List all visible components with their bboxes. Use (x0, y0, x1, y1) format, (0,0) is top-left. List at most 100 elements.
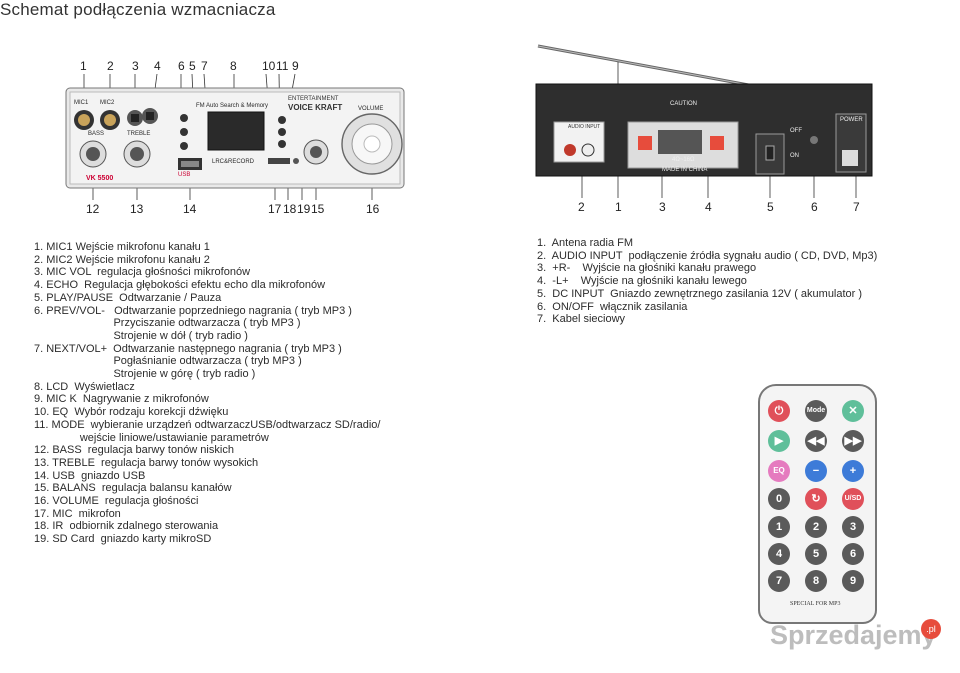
legend-item: 10. EQ Wybór rodzaju korekcji dźwięku (34, 406, 229, 419)
back-label-power: POWER (840, 117, 863, 123)
callout-number: 8 (230, 59, 237, 73)
back-panel-diagram (535, 44, 873, 198)
legend-item: 2. AUDIO INPUT podłączenie źródła sygnał… (537, 249, 878, 262)
prev-button[interactable]: ◀◀ (805, 430, 827, 452)
legend-item: Strojenie w górę ( tryb radio ) (34, 368, 256, 381)
digit-8-button[interactable]: 8 (805, 570, 827, 592)
callout-number: 14 (183, 202, 197, 216)
callout-number: 9 (292, 59, 299, 73)
callout-number: 18 (283, 202, 297, 216)
panel-label-mic2: MIC2 (100, 100, 115, 106)
back-label-audio-input: AUDIO INPUT (568, 124, 601, 130)
panel-label-usb: USB (178, 172, 191, 178)
power-button[interactable]: ⏻ (768, 400, 790, 422)
digit-9-button[interactable]: 9 (842, 570, 864, 592)
front-legend-list: 1. MIC1 Wejście mikrofonu kanału 1 2. MI… (34, 241, 380, 546)
legend-item: 1. MIC1 Wejście mikrofonu kanału 1 (34, 241, 210, 253)
legend-item: 3. +R- Wyjście na głośniki kanału praweg… (537, 262, 757, 275)
legend-item: 18. IR odbiornik zdalnego sterowania (34, 520, 219, 533)
callout-number: 4 (705, 200, 712, 214)
vol-up-button[interactable]: + (842, 460, 864, 482)
legend-item: Strojenie w dół ( tryb radio ) (34, 329, 248, 342)
legend-item: 4. -L+ Wyjście na głośniki kanału lewego (537, 275, 747, 288)
callout-number: 7 (853, 200, 860, 214)
callout-number: 2 (107, 59, 114, 73)
callout-number: 5 (189, 59, 196, 73)
callout-number: 13 (130, 202, 144, 216)
legend-item: 16. VOLUME regulacja głośności (34, 495, 199, 508)
panel-brand-line1: ENTERTAINMENT (288, 96, 339, 102)
callout-number: 6 (178, 59, 185, 73)
panel-label-volume: VOLUME (358, 106, 384, 112)
legend-item: 13. TREBLE regulacja barwy tonów wysokic… (34, 456, 259, 469)
legend-item: 8. LCD Wyświetlacz (34, 380, 135, 393)
callout-number: 16 (366, 202, 380, 216)
panel-lcd-text: LRC&RECORD (212, 159, 255, 165)
legend-item: 11. MODE wybieranie urządzeń odtwarzaczU… (34, 418, 381, 431)
repeat-button[interactable]: ↻ (805, 488, 827, 510)
mute-button[interactable]: ✕ (842, 400, 864, 422)
callout-number: 3 (132, 59, 139, 73)
back-label-caution: CAUTION (670, 101, 697, 107)
eq-button[interactable]: EQ (768, 460, 790, 482)
legend-item: 12. BASS regulacja barwy tonów niskich (34, 444, 234, 457)
callout-number: 1 (80, 59, 87, 73)
callout-number: 12 (86, 202, 100, 216)
digit-3-button[interactable]: 3 (842, 516, 864, 538)
digit-7-button[interactable]: 7 (768, 570, 790, 592)
callout-number: 15 (311, 202, 325, 216)
digit-1-button[interactable]: 1 (768, 516, 790, 538)
legend-item: 17. MIC mikrofon (34, 507, 121, 520)
legend-item: 7. NEXT/VOL+ Odtwarzanie następnego nagr… (34, 342, 342, 355)
legend-item: Przyciszanie odtwarzacza ( tryb MP3 ) (34, 317, 301, 330)
play-pause-button[interactable]: ▶ (768, 430, 790, 452)
callout-number: 19 (297, 202, 311, 216)
panel-label-treble: TREBLE (127, 131, 151, 137)
legend-item: 15. BALANS regulacja balansu kanałów (34, 482, 232, 495)
panel-label-mic1: MIC1 (74, 100, 89, 106)
remote-footer: SPECIAL FOR MP3 (790, 601, 841, 607)
page-title: Schemat podłączenia wzmacniacza (0, 0, 276, 19)
back-label-impedance: 4Ω~16Ω (672, 157, 695, 163)
usd-button[interactable]: U/SD (842, 488, 864, 510)
legend-item: 9. MIC K Nagrywanie z mikrofonów (34, 393, 209, 406)
watermark-text: Sprzedajemy (770, 620, 937, 650)
watermark-badge: .pl (921, 619, 941, 639)
next-button[interactable]: ▶▶ (842, 430, 864, 452)
callout-number: 11 (276, 59, 289, 73)
legend-item: 1. Antena radia FM (537, 237, 633, 249)
legend-item: wejście liniowe/ustawianie parametrów (34, 431, 269, 444)
front-panel-diagram (65, 73, 405, 200)
callout-number: 5 (767, 200, 774, 214)
legend-item: 3. MIC VOL regulacja głośności mikrofonó… (34, 266, 251, 279)
back-label-made-in-china: MADE IN CHINA (662, 167, 708, 173)
callout-number: 4 (154, 59, 161, 73)
panel-label-bass: BASS (88, 131, 105, 137)
legend-item: 6. ON/OFF włącznik zasilania (537, 300, 688, 313)
legend-item: Pogłaśnianie odtwarzacza ( tryb MP3 ) (34, 355, 302, 368)
panel-brand-line2: VOICE KRAFT (288, 103, 343, 112)
vol-down-button[interactable]: − (805, 460, 827, 482)
digit-0-button[interactable]: 0 (768, 488, 790, 510)
remote-control: ⏻ Mode ✕ ▶ ◀◀ ▶▶ EQ − + 0 ↻ U/SD 1 2 3 4… (758, 384, 877, 624)
legend-item: 5. PLAY/PAUSE Odtwarzanie / Pauza (34, 291, 222, 304)
digit-5-button[interactable]: 5 (805, 543, 827, 565)
legend-item: 7. Kabel sieciowy (537, 313, 626, 326)
mode-button[interactable]: Mode (805, 400, 827, 422)
back-label-off: OFF (790, 128, 802, 134)
callout-number: 2 (578, 200, 585, 214)
legend-item: 14. USB gniazdo USB (34, 469, 146, 482)
callout-number: 7 (201, 59, 208, 73)
panel-mode-text: FM Auto Search & Memory (196, 103, 269, 109)
legend-item: 2. MIC2 Wejście mikrofonu kanału 2 (34, 253, 210, 266)
legend-item: 4. ECHO Regulacja głębokości efektu echo… (34, 279, 326, 292)
callout-number: 3 (659, 200, 666, 214)
callout-number: 1 (615, 200, 622, 214)
back-legend-list: 1. Antena radia FM 2. AUDIO INPUT podłąc… (537, 237, 877, 326)
digit-4-button[interactable]: 4 (768, 543, 790, 565)
digit-6-button[interactable]: 6 (842, 543, 864, 565)
legend-item: 5. DC INPUT Gniazdo zewnętrznego zasilan… (537, 287, 863, 300)
legend-item: 19. SD Card gniazdo karty mikroSD (34, 533, 212, 546)
callout-number: 10 (262, 59, 276, 73)
digit-2-button[interactable]: 2 (805, 516, 827, 538)
